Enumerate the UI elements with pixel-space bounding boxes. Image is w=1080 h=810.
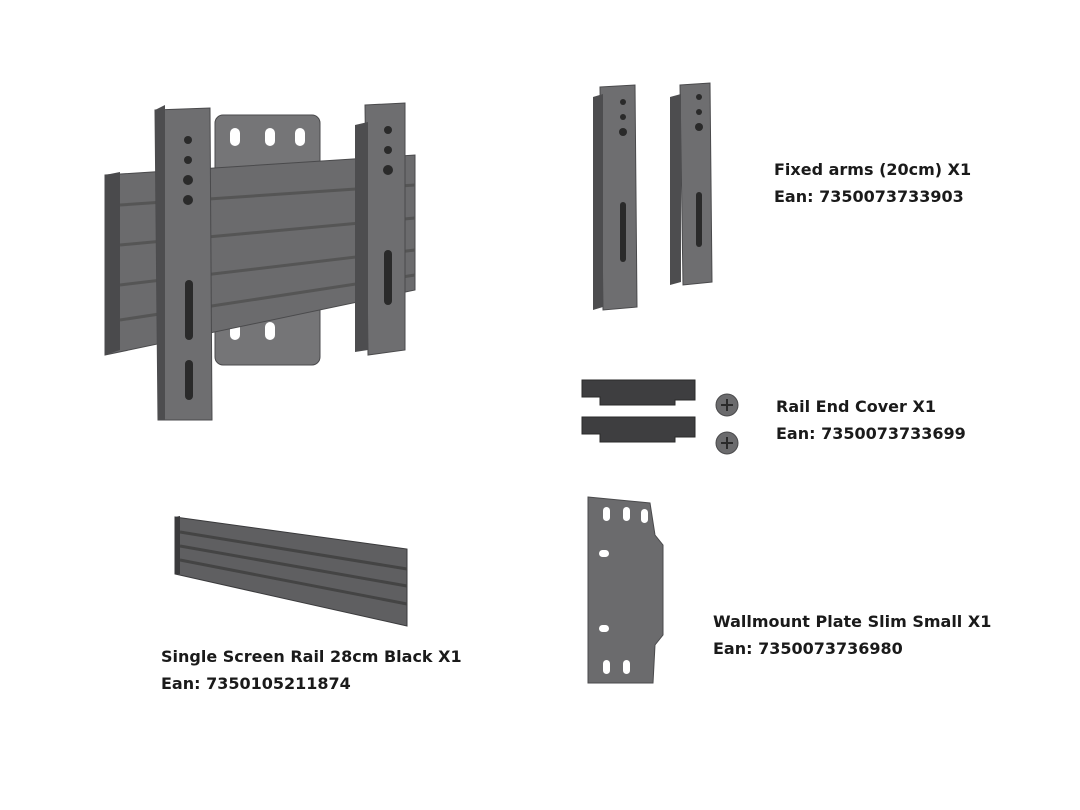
wallmount-plate-image (587, 496, 664, 684)
rail-end-cover-name: Rail End Cover X1 (776, 397, 936, 416)
rail-end-cover-ean: Ean: 7350073733699 (776, 424, 966, 443)
wallmount-plate-name: Wallmount Plate Slim Small X1 (713, 612, 992, 631)
fixed-arms-label: Fixed arms (20cm) X1 Ean: 7350073733903 (774, 156, 971, 210)
fixed-arms-image (593, 82, 713, 311)
rail-end-cover-image (581, 379, 739, 455)
assembled-mount-image (104, 102, 416, 421)
single-screen-rail-ean: Ean: 7350105211874 (161, 674, 351, 693)
single-screen-rail-label: Single Screen Rail 28cm Black X1 Ean: 73… (161, 643, 462, 697)
single-screen-rail-image (174, 516, 408, 627)
wallmount-plate-ean: Ean: 7350073736980 (713, 639, 903, 658)
fixed-arms-ean: Ean: 7350073733903 (774, 187, 964, 206)
wallmount-plate-label: Wallmount Plate Slim Small X1 Ean: 73500… (713, 608, 991, 662)
fixed-arms-name: Fixed arms (20cm) X1 (774, 160, 972, 179)
rail-end-cover-label: Rail End Cover X1 Ean: 7350073733699 (776, 393, 966, 447)
single-screen-rail-name: Single Screen Rail 28cm Black X1 (161, 647, 462, 666)
